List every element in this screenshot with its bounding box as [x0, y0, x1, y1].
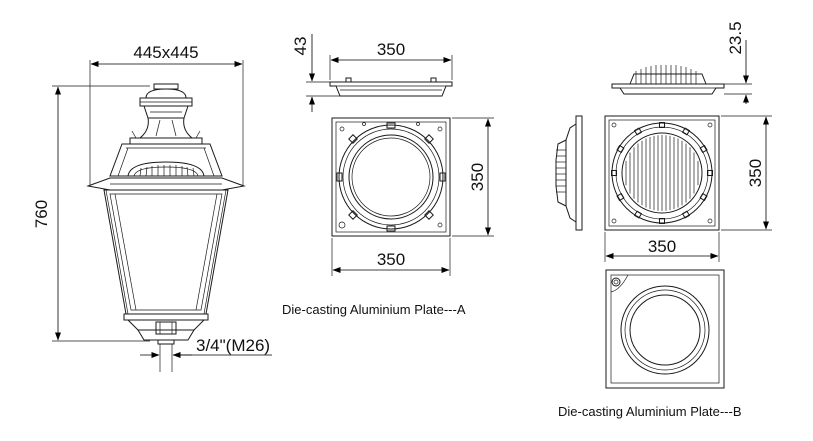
- lantern-thread-label: 3/4"(M26): [196, 336, 270, 355]
- plate-a-top-width-label: 350: [377, 40, 405, 59]
- plate-a-side-label: 350: [468, 163, 487, 191]
- plate-b-width-label: 350: [648, 237, 676, 256]
- plate-b-side-label: 350: [746, 159, 765, 187]
- plate-a-bottom-width-label: 350: [377, 250, 405, 269]
- lantern-width-label: 445x445: [133, 43, 198, 62]
- lantern-height-label: 760: [32, 200, 51, 228]
- plate-b-drawing: 23.5 350 350: [555, 21, 772, 419]
- plate-a-caption: Die-casting Aluminium Plate---A: [282, 302, 466, 317]
- plate-b-caption: Die-casting Aluminium Plate---B: [558, 404, 742, 419]
- plate-a-height-label: 43: [291, 37, 310, 56]
- plate-b-height-label: 23.5: [726, 21, 745, 54]
- plate-a-drawing: 350 43: [282, 34, 494, 317]
- lantern-drawing: 445x445 760: [32, 43, 272, 372]
